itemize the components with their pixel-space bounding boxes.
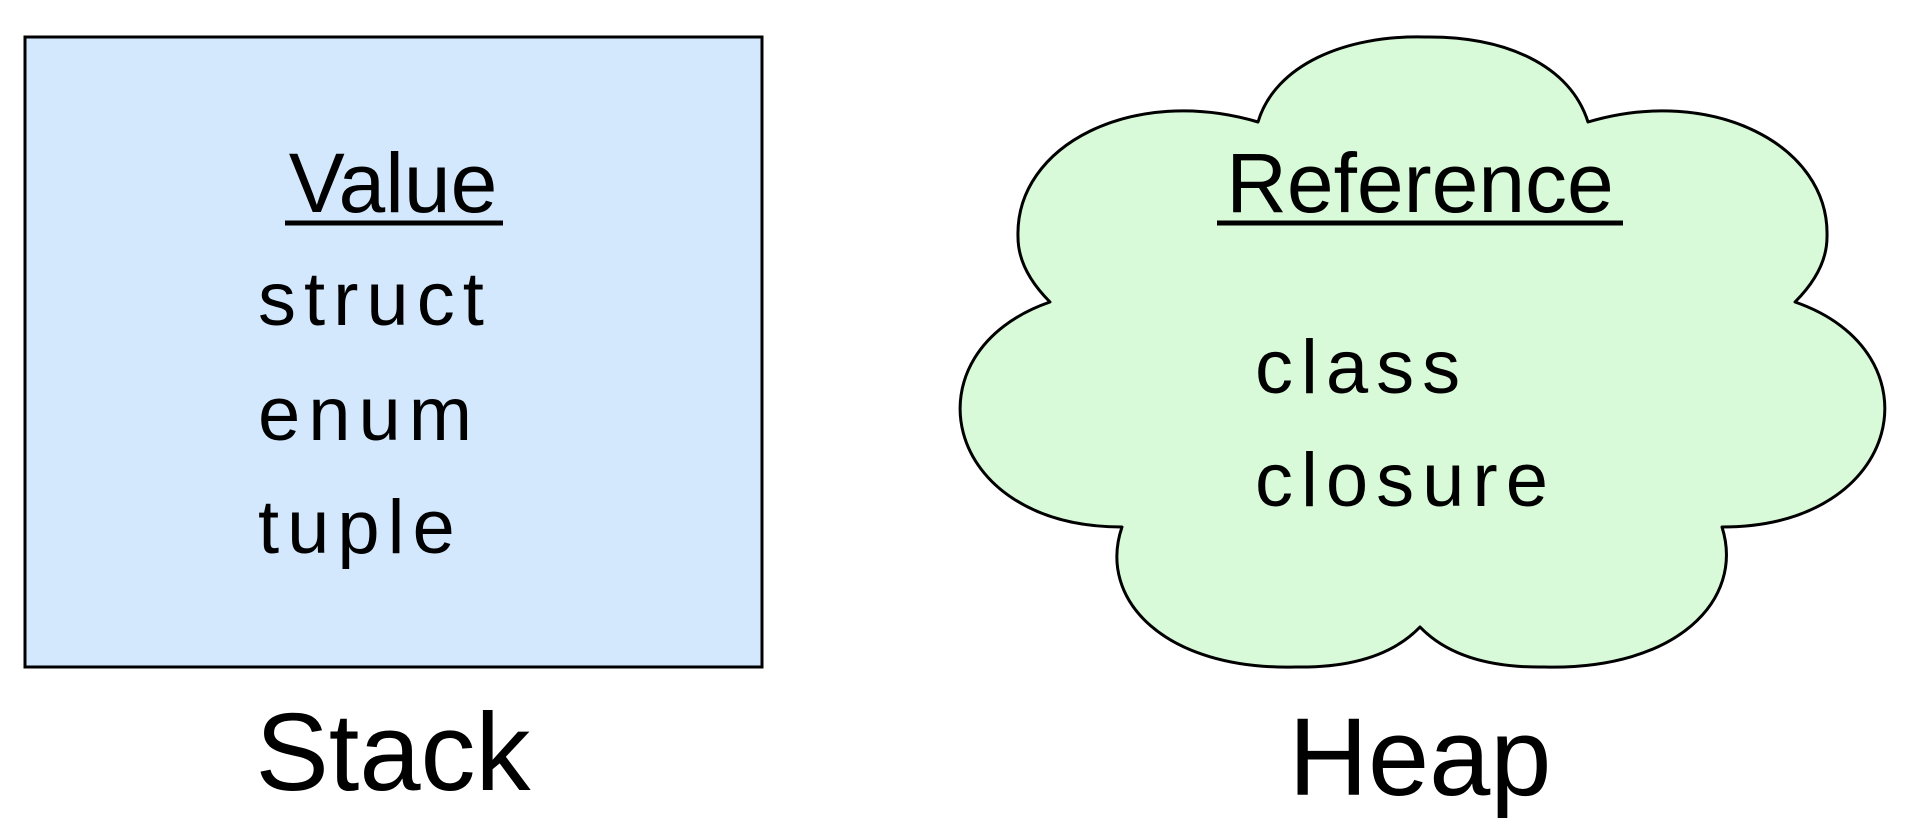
heap-group: Reference class closure Heap <box>958 35 1887 819</box>
heap-heading: Reference <box>1226 136 1614 230</box>
stack-item-struct: struct <box>258 257 492 342</box>
heap-cloud <box>958 35 1887 669</box>
stack-group: Value struct enum tuple Stack <box>23 35 764 814</box>
stack-item-enum: enum <box>258 372 480 457</box>
stack-heading: Value <box>289 136 498 230</box>
heap-item-closure: closure <box>1255 438 1556 523</box>
stack-box <box>23 35 764 669</box>
stack-item-tuple: tuple <box>258 485 463 570</box>
heap-caption: Heap <box>1289 696 1552 819</box>
stack-caption: Stack <box>255 691 531 814</box>
heap-item-class: class <box>1255 325 1468 410</box>
